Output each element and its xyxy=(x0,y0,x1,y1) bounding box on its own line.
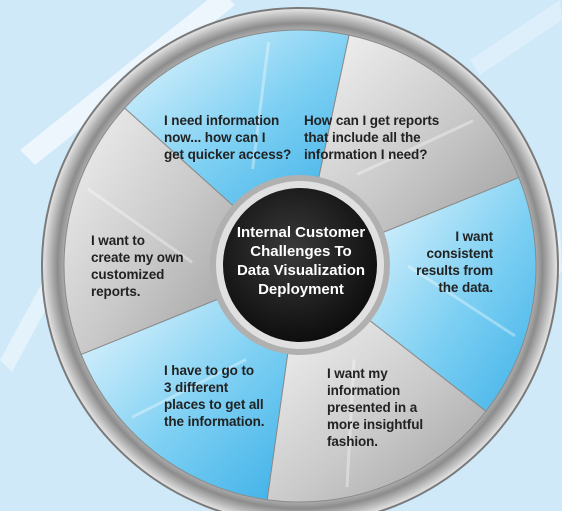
segment-label-customized: I want to create my own customized repor… xyxy=(91,233,184,299)
center-hub xyxy=(210,175,390,355)
segment-label-all-info: How can I get reports that include all t… xyxy=(304,113,440,162)
segment-label-places: I have to go to 3 different places to ge… xyxy=(164,363,265,429)
segment-label-consistent: I want consistent results from the data. xyxy=(416,229,493,295)
segment-label-insightful: I want my information presented in a mor… xyxy=(327,366,423,449)
segment-glare-consistent xyxy=(407,264,516,338)
segment-glare-insightful xyxy=(345,359,356,488)
segment-glare-all-info xyxy=(356,119,474,176)
segment-label-access: I need information now... how can I get … xyxy=(164,113,292,162)
segment-glare-customized xyxy=(86,187,193,264)
center-circle xyxy=(223,188,377,342)
segment-glare-access xyxy=(251,42,271,170)
segment-glare-places xyxy=(131,358,247,419)
segments xyxy=(63,29,537,503)
center-title: Internal Customer Challenges To Data Vis… xyxy=(236,224,366,298)
